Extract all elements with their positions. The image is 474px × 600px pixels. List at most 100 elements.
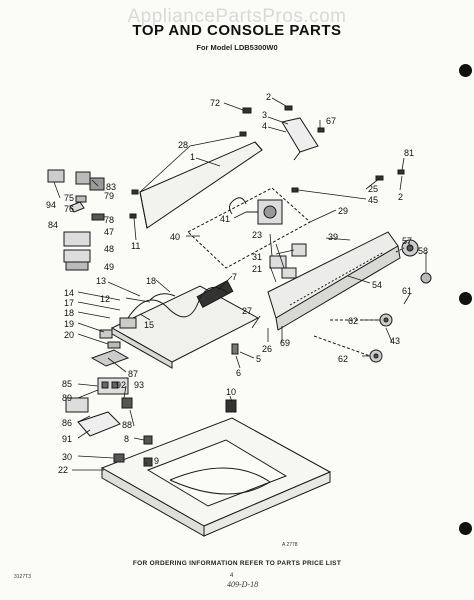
wire-harness — [149, 293, 176, 301]
callout-78: 78 — [104, 215, 114, 225]
screw-icon — [284, 105, 293, 111]
callout-39: 39 — [328, 232, 338, 242]
switch-assembly — [269, 243, 307, 279]
callout-86: 86 — [62, 418, 72, 428]
callout-89: 89 — [62, 393, 72, 403]
callout-75: 75 — [64, 193, 74, 203]
screw-icon — [291, 187, 299, 193]
callout-30: 30 — [62, 452, 72, 462]
timer-knob — [401, 239, 419, 257]
callout-5: 5 — [256, 354, 261, 364]
fuse-holder-icon — [75, 171, 91, 185]
cabinet-top-panel — [100, 417, 332, 537]
callout-92: 92 — [116, 380, 126, 390]
relay-icon — [89, 177, 105, 191]
timer-motor — [228, 197, 283, 225]
callout-87: 87 — [128, 369, 138, 379]
lid-strike — [143, 457, 153, 467]
callout-18-left: 18 — [64, 308, 74, 318]
callout-28: 28 — [178, 140, 188, 150]
resistor-icon — [91, 213, 105, 221]
knob-skirt — [420, 272, 432, 284]
callout-6: 6 — [236, 368, 241, 378]
callout-11: 11 — [131, 241, 140, 251]
callout-62-lower: 62 — [338, 354, 348, 364]
callout-47: 47 — [104, 227, 114, 237]
callout-41: 41 — [220, 214, 230, 224]
screw-icon — [131, 189, 139, 195]
callout-72: 72 — [210, 98, 220, 108]
callout-21: 21 — [252, 264, 262, 274]
lid-clip — [143, 435, 153, 445]
callout-12: 12 — [100, 294, 110, 304]
binder-hole-icon — [459, 64, 472, 77]
callout-93: 93 — [134, 380, 144, 390]
ordering-note: FOR ORDERING INFORMATION REFER TO PARTS … — [132, 560, 342, 567]
callout-85: 85 — [62, 379, 72, 389]
grommet-icon — [121, 397, 133, 409]
callout-27: 27 — [242, 306, 252, 316]
wire-connector — [99, 329, 113, 339]
wire-harness — [127, 286, 229, 319]
callout-3: 3 — [262, 110, 267, 120]
callout-48: 48 — [104, 244, 114, 254]
callout-76: 76 — [64, 204, 74, 214]
handwritten-note: 409-D-18 — [227, 580, 259, 589]
binder-hole-icon — [459, 522, 472, 535]
callout-88: 88 — [122, 420, 132, 430]
callout-61: 61 — [402, 286, 412, 296]
callout-58: 58 — [418, 246, 428, 256]
site-watermark: AppliancePartsPros.com — [127, 6, 347, 27]
bolt-icon — [231, 343, 239, 355]
page-title: TOP AND CONSOLE PARTS — [132, 22, 342, 39]
clip-icon — [75, 195, 87, 203]
screw-icon — [242, 107, 252, 114]
callout-18: 18 — [146, 276, 156, 286]
hinge-pin — [113, 453, 125, 463]
callout-54: 54 — [372, 280, 382, 290]
lid-switch — [196, 280, 234, 308]
callout-81: 81 — [404, 148, 414, 158]
callout-84: 84 — [48, 220, 58, 230]
terminal-strip-icon — [65, 261, 89, 271]
callout-15: 15 — [144, 320, 154, 330]
doc-code: 3127T3 — [14, 574, 31, 580]
callout-29: 29 — [338, 206, 348, 216]
terminal-block — [119, 317, 137, 329]
callout-7: 7 — [232, 272, 237, 282]
callout-94: 94 — [46, 200, 56, 210]
callout-17: 17 — [64, 298, 74, 308]
callout-22: 22 — [58, 465, 68, 475]
selector-knob — [369, 349, 383, 363]
wire-connector — [107, 341, 121, 349]
page-number: 4 — [230, 573, 234, 579]
callout-83: 83 — [106, 182, 116, 192]
console-back-panel — [139, 141, 263, 229]
screw-icon — [397, 169, 405, 175]
screw-icon — [239, 131, 247, 137]
callout-91: 91 — [62, 434, 72, 444]
callout-10: 10 — [226, 387, 236, 397]
callout-13: 13 — [96, 276, 106, 286]
callout-19: 19 — [64, 319, 74, 329]
terminal-block-icon — [47, 169, 65, 183]
bracket-icon — [69, 201, 85, 213]
callout-69: 69 — [280, 338, 290, 348]
callout-25: 25 — [368, 184, 378, 194]
pressure-switch — [90, 349, 130, 367]
callout-2: 2 — [266, 92, 271, 102]
figure-id: A 2778 — [282, 542, 298, 548]
selector-knob — [379, 313, 393, 327]
callout-9: 9 — [154, 456, 159, 466]
callout-45: 45 — [368, 195, 378, 205]
console-base-plate — [110, 285, 260, 369]
screw-icon — [129, 213, 137, 219]
callout-2-right: 2 — [398, 192, 403, 202]
callout-62: 62 — [348, 316, 358, 326]
callout-4: 4 — [262, 121, 267, 131]
lid-hinge — [225, 399, 237, 413]
switch-body — [65, 397, 89, 413]
callout-20: 20 — [64, 330, 74, 340]
